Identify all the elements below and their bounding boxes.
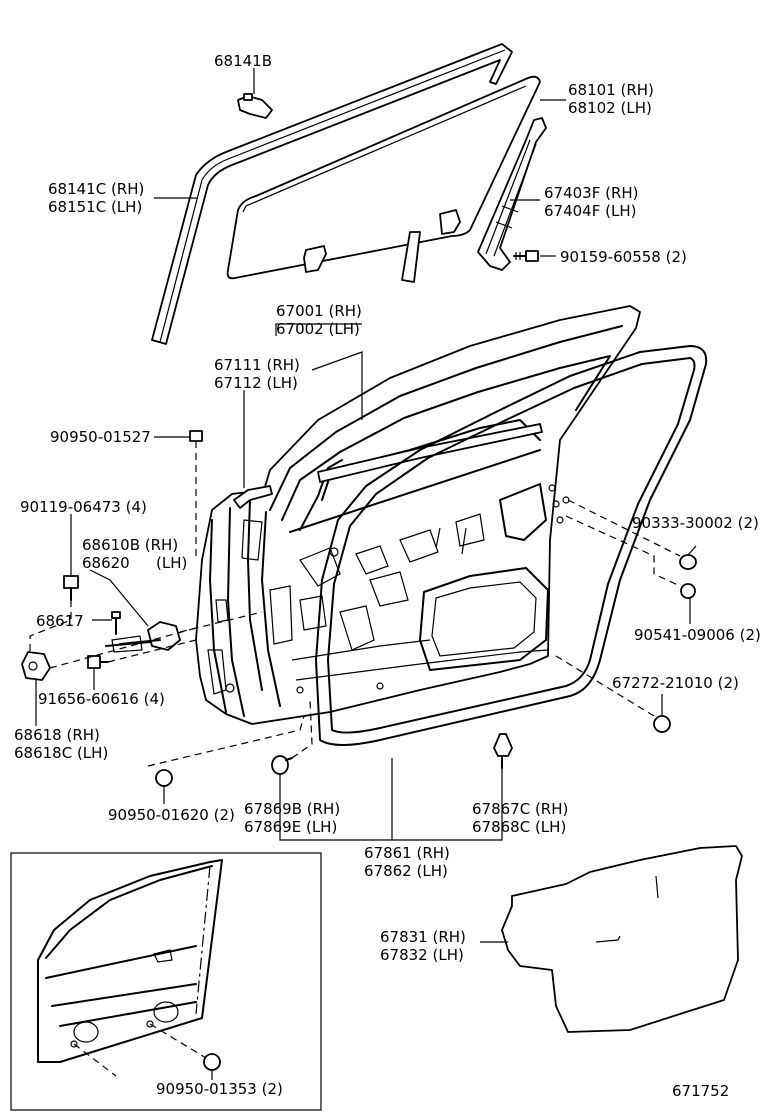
- plug-90950-01527: [189, 430, 203, 442]
- bolt-90119: [63, 575, 79, 601]
- label-67861: 67861 (RH): [364, 844, 450, 862]
- part-labels: 68141B 68101 (RH) 68102 (LH) 68141C (RH)…: [14, 52, 760, 1100]
- label-90119: 90119-06473 (4): [20, 498, 147, 516]
- label-68141b: 68141B: [214, 52, 272, 70]
- inset-box: [10, 852, 322, 1111]
- plug-67272: [653, 715, 671, 733]
- bolt-91656: [87, 655, 109, 669]
- hinge-68618: [21, 651, 51, 681]
- label-67002: 67002 (LH): [276, 320, 360, 338]
- label-68620-lh: (LH): [156, 554, 187, 572]
- label-67272: 67272-21010 (2): [612, 674, 739, 692]
- plug-90950-01620: [155, 769, 173, 787]
- bolt-90159: [513, 250, 539, 262]
- pin-68617: [111, 611, 121, 635]
- label-67403f: 67403F (RH): [544, 184, 639, 202]
- plug-90333: [679, 554, 697, 570]
- clip-67869b: [271, 755, 293, 775]
- label-68618: 68618 (RH): [14, 726, 100, 744]
- door-panel: [195, 305, 641, 725]
- clip-67867c: [493, 733, 513, 769]
- label-90950-01527: 90950-01527: [50, 428, 151, 446]
- glass-run-channel: [151, 43, 513, 345]
- label-68102: 68102 (LH): [568, 99, 652, 117]
- label-67832: 67832 (LH): [380, 946, 464, 964]
- label-68620: 68620: [82, 554, 130, 572]
- label-90159: 90159-60558 (2): [560, 248, 687, 266]
- label-67001: 67001 (RH): [276, 302, 362, 320]
- label-68617: 68617: [36, 612, 84, 630]
- clip-68141b: [237, 93, 273, 119]
- plug-90541: [680, 583, 696, 599]
- label-67404f: 67404F (LH): [544, 202, 636, 220]
- label-67112: 67112 (LH): [214, 374, 298, 392]
- label-90333: 90333-30002 (2): [632, 514, 759, 532]
- door-weatherstrip: [315, 345, 708, 746]
- label-68151c: 68151C (LH): [48, 198, 142, 216]
- label-90950-01620: 90950-01620 (2): [108, 806, 235, 824]
- label-67867c: 67867C (RH): [472, 800, 568, 818]
- door-glass: [226, 75, 541, 283]
- label-68141c: 68141C (RH): [48, 180, 144, 198]
- door-check-68610b: [105, 621, 181, 653]
- label-68618c: 68618C (LH): [14, 744, 108, 762]
- label-90541: 90541-09006 (2): [634, 626, 760, 644]
- label-67869e: 67869E (LH): [244, 818, 337, 836]
- label-67831: 67831 (RH): [380, 928, 466, 946]
- label-67868c: 67868C (LH): [472, 818, 566, 836]
- label-91656: 91656-60616 (4): [38, 690, 165, 708]
- label-67869b: 67869B (RH): [244, 800, 340, 818]
- service-hole-cover: [501, 845, 743, 1033]
- label-68101: 68101 (RH): [568, 81, 654, 99]
- diagram-id: 671752: [672, 1082, 729, 1100]
- label-68610b: 68610B (RH): [82, 536, 178, 554]
- label-67862: 67862 (LH): [364, 862, 448, 880]
- label-90950-01353: 90950-01353 (2): [156, 1080, 283, 1098]
- leader-lines: [29, 68, 697, 1080]
- label-67111: 67111 (RH): [214, 356, 300, 374]
